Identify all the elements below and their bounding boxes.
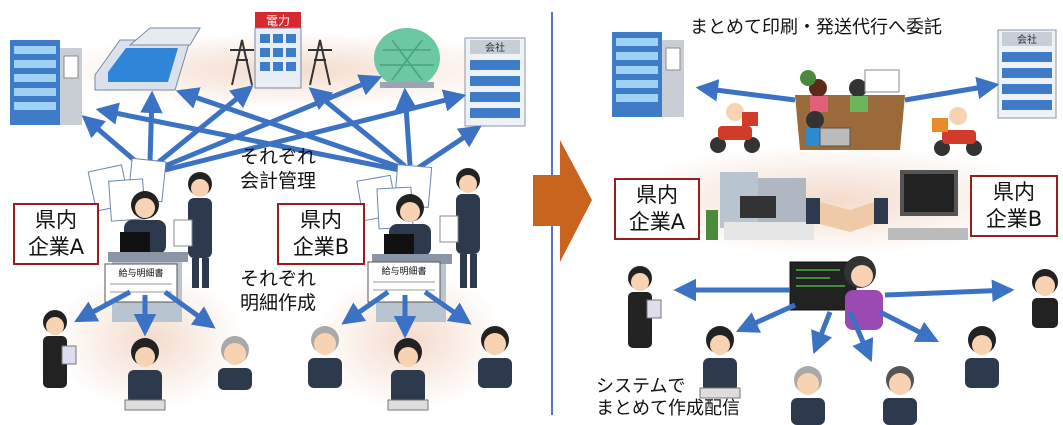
- water-plant-icon: [94, 27, 201, 91]
- system-label-line1: システムで: [596, 376, 686, 397]
- employee-icon: [1032, 269, 1058, 328]
- company-b-line1: 県内: [300, 208, 342, 232]
- employee-icon: [699, 326, 741, 399]
- arrows-to-employees-a: [74, 289, 216, 337]
- employee-icon: [883, 366, 917, 425]
- outsourcing-office-scene: [795, 69, 905, 150]
- statements-label-line2: 明細作成: [240, 292, 317, 314]
- employee-icon: [43, 310, 77, 388]
- arrows-company-b: [95, 87, 482, 173]
- statements-label: それぞれ 明細作成: [240, 267, 316, 315]
- accounting-label-line2: 会計管理: [240, 170, 317, 192]
- statements-label-line1: それぞれ: [240, 268, 317, 290]
- company-a-right-line2: 企業A: [628, 210, 686, 234]
- arrows-distribution: [673, 278, 1015, 363]
- employee-icon: [478, 326, 512, 388]
- company-a-line1: 県内: [35, 208, 77, 232]
- system-label-line2: まとめて作成配信: [596, 398, 740, 419]
- employee-icon: [308, 326, 342, 388]
- company-building-icon: 会社: [464, 37, 526, 127]
- power-tower-icon: [230, 39, 332, 86]
- company-a-workstation: [706, 172, 814, 240]
- delivery-scooter-icon: [932, 107, 982, 156]
- office-building-icon: [10, 40, 82, 125]
- left-panel: 電力 会社: [10, 12, 540, 411]
- employees-a: [43, 310, 252, 411]
- company-a-line2: 企業A: [27, 235, 85, 259]
- accounting-label: それぞれ 会計管理: [240, 145, 316, 193]
- utility-bills-a: [87, 157, 167, 222]
- company-b-right-line1: 県内: [993, 180, 1035, 204]
- payslip-label-b: 給与明細書: [381, 265, 426, 277]
- employee-icon: [628, 266, 662, 348]
- delivery-scooter-icon: [710, 103, 760, 153]
- employee-icon: [965, 326, 999, 388]
- utility-bills-b: [356, 164, 433, 230]
- gas-tank-icon: [374, 28, 440, 88]
- manager-a: [173, 172, 212, 288]
- company-b-right-line2: 企業B: [985, 207, 1043, 231]
- employees-right: [628, 266, 1058, 425]
- accounting-label-line1: それぞれ: [240, 146, 317, 168]
- office-building-icon: [612, 32, 684, 117]
- handshake-icon: [806, 198, 888, 232]
- system-label: システムで まとめて作成配信: [596, 376, 740, 420]
- system-operator: [789, 256, 883, 330]
- company-b-box-left: 県内 企業B: [277, 203, 365, 265]
- employee-icon: [387, 338, 429, 411]
- company-a-box-right: 県内 企業A: [614, 178, 700, 240]
- company-b-server: [888, 170, 968, 240]
- arrows-to-employees-b: [341, 289, 472, 339]
- payslip-label-a: 給与明細書: [118, 267, 163, 279]
- employees-b: [308, 326, 512, 411]
- company-building-icon: 会社: [997, 29, 1057, 119]
- company-a-box-left: 県内 企業A: [13, 203, 99, 265]
- outsource-label: まとめて印刷・発送代行へ委託: [690, 17, 942, 38]
- company-b-line2: 企業B: [292, 235, 350, 259]
- company-a-right-line1: 県内: [636, 183, 678, 207]
- company-sign-text: 会社: [485, 41, 505, 54]
- company-sign-text-right: 会社: [1017, 33, 1037, 46]
- employee-icon: [218, 336, 252, 390]
- arrows-outsourcing: [695, 76, 1000, 103]
- employee-icon: [791, 366, 825, 425]
- payslip-a: 給与明細書: [104, 263, 178, 303]
- power-sign-text: 電力: [266, 14, 290, 28]
- manager-b: [439, 168, 480, 288]
- employee-icon: [124, 338, 166, 411]
- right-panel: 会社: [610, 29, 1058, 425]
- company-b-box-right: 県内 企業B: [970, 175, 1058, 237]
- transition-arrow: [533, 140, 592, 262]
- power-company-icon: 電力: [254, 12, 302, 89]
